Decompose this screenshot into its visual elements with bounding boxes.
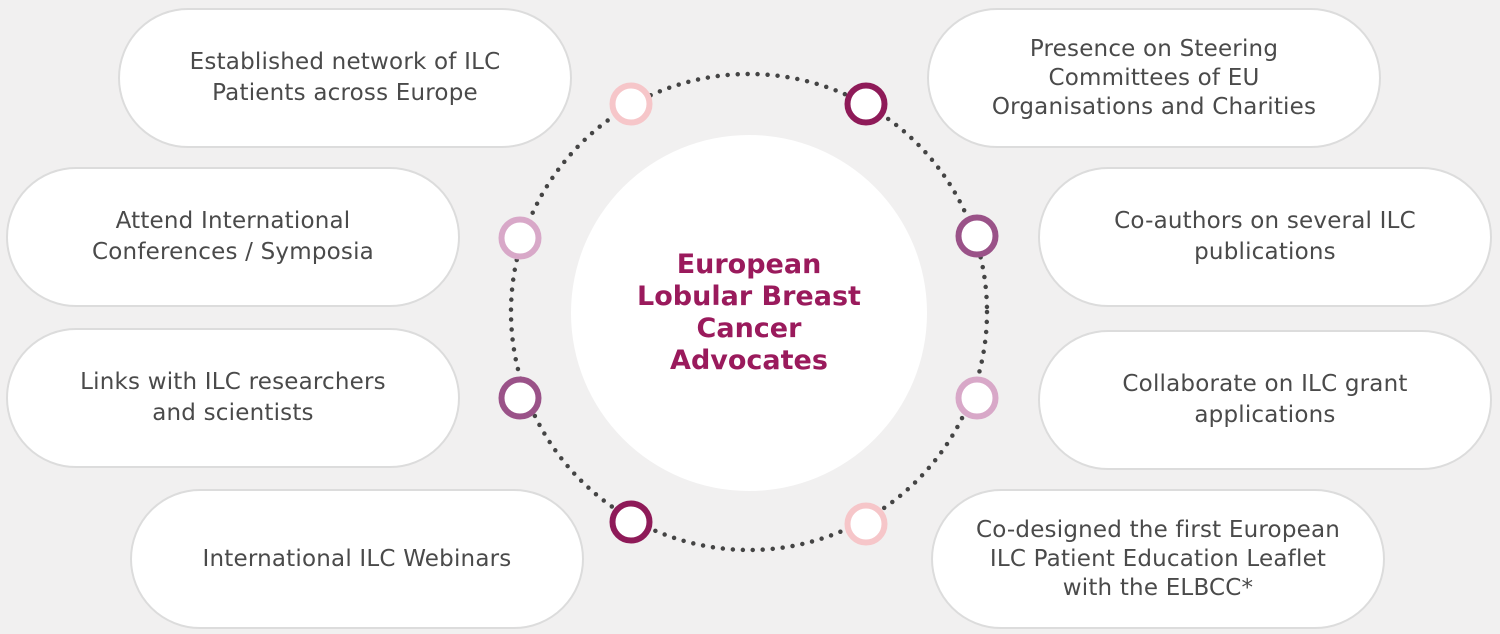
item-conferences: Attend International Conferences / Sympo… bbox=[6, 167, 460, 307]
ring-node-upper-left bbox=[498, 216, 542, 260]
ring-node-upper-right bbox=[955, 214, 999, 258]
ring-nodes bbox=[498, 82, 999, 546]
item-grant-applications: Collaborate on ILC grant applications bbox=[1038, 330, 1492, 470]
item-co-authors: Co-authors on several ILC publications bbox=[1038, 167, 1492, 307]
item-education-leaflet-text: Co-designed the first European ILC Patie… bbox=[975, 516, 1341, 601]
item-co-authors-text: Co-authors on several ILC publications bbox=[1114, 208, 1416, 265]
ring-node-bottom-right bbox=[844, 502, 888, 546]
item-established-network: Established network of ILC Patients acro… bbox=[118, 8, 572, 148]
item-grant-applications-text: Collaborate on ILC grant applications bbox=[1122, 371, 1408, 428]
center-title: European Lobular Breast Cancer Advocates bbox=[637, 249, 861, 376]
item-webinars: International ILC Webinars bbox=[130, 489, 584, 629]
item-researcher-links-text: Links with ILC researchers and scientist… bbox=[80, 369, 386, 426]
item-education-leaflet: Co-designed the first European ILC Patie… bbox=[931, 489, 1385, 629]
ring-node-top-left bbox=[609, 82, 653, 126]
item-steering-committees: Presence on Steering Committees of EU Or… bbox=[927, 8, 1381, 148]
dotted-ring bbox=[508, 71, 990, 553]
center-circle: European Lobular Breast Cancer Advocates bbox=[571, 135, 927, 491]
ring-node-lower-left bbox=[498, 376, 542, 420]
ring-node-bottom-left bbox=[609, 500, 653, 544]
item-established-network-text: Established network of ILC Patients acro… bbox=[189, 49, 501, 106]
item-conferences-text: Attend International Conferences / Sympo… bbox=[92, 208, 374, 265]
item-webinars-text: International ILC Webinars bbox=[202, 545, 512, 572]
item-researcher-links: Links with ILC researchers and scientist… bbox=[6, 328, 460, 468]
ring-node-top-right bbox=[844, 82, 888, 126]
ring-node-lower-right bbox=[955, 376, 999, 420]
item-steering-committees-text: Presence on Steering Committees of EU Or… bbox=[991, 35, 1317, 120]
